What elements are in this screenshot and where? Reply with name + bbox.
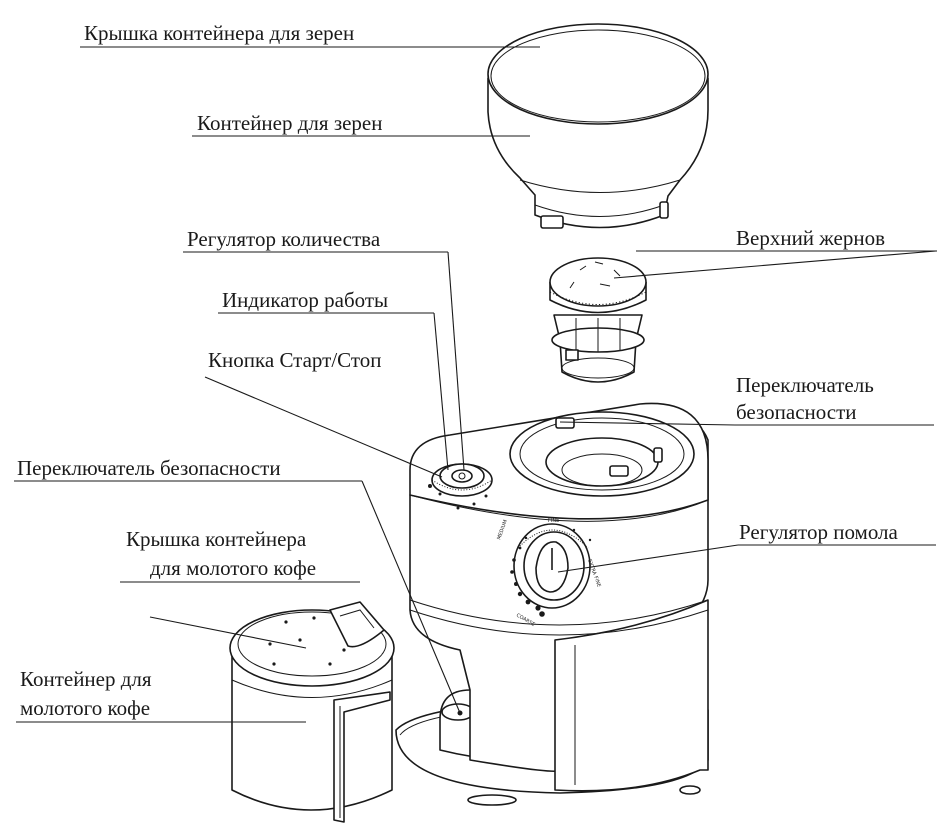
label-start-stop: Кнопка Старт/Стоп [208, 348, 382, 372]
label-safety-switch-base: Переключатель безопасности [17, 456, 281, 480]
label-bean-container: Контейнер для зерен [197, 111, 383, 135]
label-safety-switch-top-2: безопасности [736, 400, 857, 424]
label-grind-dial: Регулятор помола [739, 520, 899, 544]
upper-burr-illustration [549, 257, 647, 383]
label-quantity-dial: Регулятор количества [187, 227, 381, 251]
label-upper-burr: Верхний жернов [736, 226, 885, 250]
bean-hopper-illustration [487, 23, 709, 229]
label-safety-switch-top-1: Переключатель [736, 373, 874, 397]
grinder-body-illustration: MEDIUM FINE EXTRA FINE COARSE [395, 402, 709, 806]
label-ground-container-2: молотого кофе [20, 696, 150, 720]
ground-coffee-container-illustration [229, 601, 395, 823]
label-bean-lid: Крышка контейнера для зерен [84, 21, 354, 45]
label-power-indicator: Индикатор работы [222, 288, 388, 312]
callout-lines [14, 46, 937, 723]
label-ground-lid-1: Крышка контейнера [126, 527, 307, 551]
label-ground-lid-2: для молотого кофе [150, 556, 316, 580]
dial-mark-fine: FINE [548, 518, 559, 524]
labels: Крышка контейнера для зерен Контейнер дл… [17, 21, 899, 720]
label-ground-container-1: Контейнер для [20, 667, 152, 691]
